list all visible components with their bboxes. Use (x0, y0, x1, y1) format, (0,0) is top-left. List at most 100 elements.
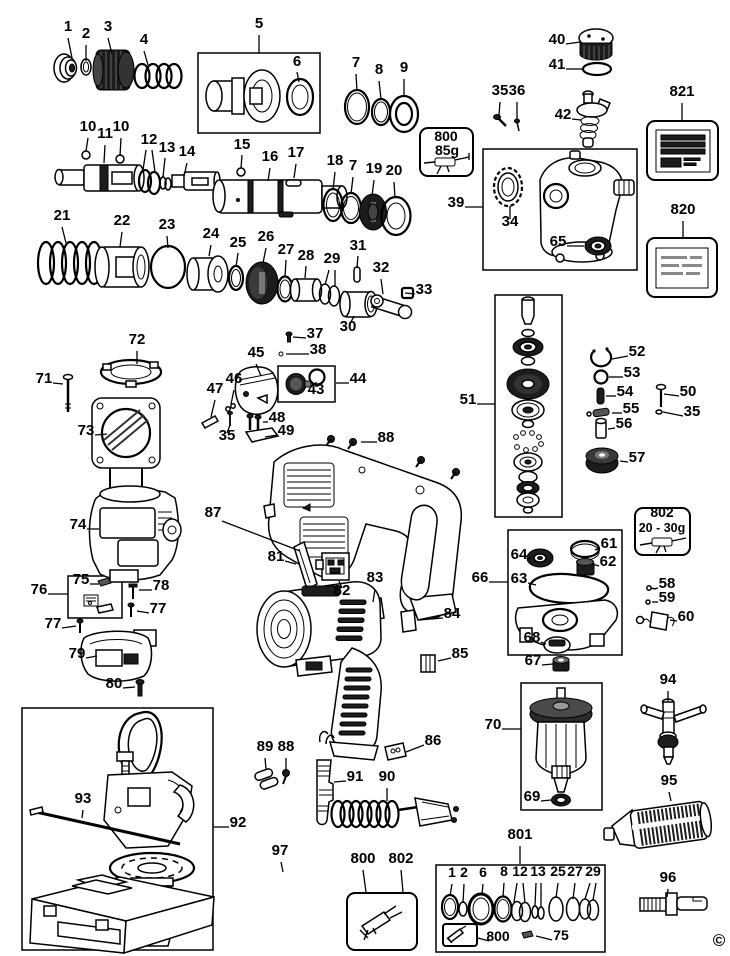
part-10-ball-2 (115, 154, 125, 164)
part-13-rings (159, 176, 172, 191)
leader-line (119, 137, 122, 157)
part-72-baffle (99, 358, 163, 388)
part-label-8: 8 (500, 863, 508, 879)
leader-line (355, 73, 358, 92)
leader-line (534, 882, 537, 907)
part-label-49: 49 (278, 422, 295, 439)
leader-line (208, 244, 212, 257)
part-66-cover (514, 599, 619, 651)
part-label-2: 2 (82, 25, 90, 42)
group-box-801-icon (442, 923, 478, 947)
leader-line (292, 336, 307, 339)
part-label-96: 96 (660, 869, 677, 886)
part-label-27: 27 (567, 863, 583, 879)
part-label-89: 89 (257, 738, 274, 755)
leader-line (619, 460, 629, 463)
part-93-depth-rod (35, 810, 181, 846)
part-label-88: 88 (378, 429, 395, 446)
part-3-cylinder (92, 49, 135, 91)
leader-line (540, 641, 547, 645)
part-35-36-screws (493, 114, 520, 132)
part-11-shaft (54, 164, 145, 192)
part-53-oring (593, 369, 609, 385)
part-801-seal-kit (440, 892, 600, 944)
leader-line (541, 663, 554, 666)
part-label-25: 25 (550, 863, 566, 879)
leader-line (85, 137, 89, 152)
part-label-19: 19 (366, 160, 383, 177)
leader-line (142, 149, 147, 171)
leader-line (85, 655, 98, 659)
part-88-screws (325, 435, 460, 480)
leader-line (527, 582, 537, 586)
group-box-801 (435, 864, 606, 953)
part-label-801: 801 (507, 826, 532, 843)
part-55-roller (586, 407, 610, 418)
part-54-pin (596, 387, 605, 405)
part-label-37: 37 (307, 325, 324, 342)
leader-line (502, 882, 505, 898)
leader-line (584, 882, 591, 900)
leader-line (143, 50, 149, 66)
part-label-66: 66 (472, 569, 489, 586)
part-26-gear (245, 261, 279, 305)
leader-line (663, 393, 680, 397)
part-32-crank (370, 294, 413, 320)
part-label-13: 13 (159, 139, 176, 156)
part-82-switch (315, 552, 350, 581)
part-label-©: © (713, 931, 726, 950)
leader-line (107, 37, 113, 55)
part-label-24: 24 (203, 225, 220, 242)
part-label-20 - 30g: 20 - 30g (639, 521, 686, 535)
part-75-key-2 (521, 930, 534, 939)
part-56-cylinder (595, 417, 607, 439)
part-label-91: 91 (347, 768, 364, 785)
part-label-78: 78 (153, 577, 170, 594)
part-61-ring (569, 539, 601, 561)
part-label-67: 67 (525, 652, 542, 669)
leader-line (652, 587, 659, 590)
part-77-screw-b (76, 618, 84, 633)
part-31-pin (353, 266, 361, 283)
part-label-73: 73 (78, 422, 95, 439)
leader-line (210, 399, 216, 418)
part-23-oring (149, 244, 187, 290)
part-label-12: 12 (512, 863, 528, 879)
leader-line (226, 424, 231, 434)
part-68-insert (543, 636, 571, 654)
part-label-2: 2 (460, 864, 468, 880)
part-81-strip (293, 540, 318, 591)
part-label-45: 45 (248, 344, 265, 361)
part-14-shaft (171, 171, 221, 191)
part-label-13: 13 (530, 863, 546, 879)
part-35-tip (655, 409, 663, 415)
part-label-61: 61 (601, 535, 618, 552)
part-39-gearcase (539, 150, 635, 263)
part-label-50: 50 (680, 383, 697, 400)
leader-line (535, 935, 553, 941)
leader-line (356, 255, 359, 269)
part-47-pin (200, 415, 220, 429)
part-label-4: 4 (140, 31, 149, 48)
leader-line (594, 547, 601, 551)
leader-line (284, 560, 297, 565)
part-label-12: 12 (141, 131, 158, 148)
leader-line (668, 791, 672, 802)
part-label-1: 1 (64, 18, 72, 35)
part-7-oring-2 (339, 191, 363, 225)
part-label-92: 92 (230, 814, 247, 831)
part-label-21: 21 (54, 207, 71, 224)
part-label-27: 27 (278, 241, 295, 258)
part-24-hub (186, 255, 229, 293)
part-79-end-cap (80, 629, 157, 682)
leader-line (94, 433, 108, 436)
part-67-nut (552, 656, 570, 672)
part-label-33: 33 (416, 281, 433, 298)
part-2-oring (80, 58, 92, 76)
part-label-84: 84 (444, 605, 461, 622)
leader-line (255, 363, 262, 377)
grease-gun-icon-802 (639, 537, 687, 554)
part-label-51: 51 (460, 391, 477, 408)
group-box-820 (646, 237, 718, 298)
